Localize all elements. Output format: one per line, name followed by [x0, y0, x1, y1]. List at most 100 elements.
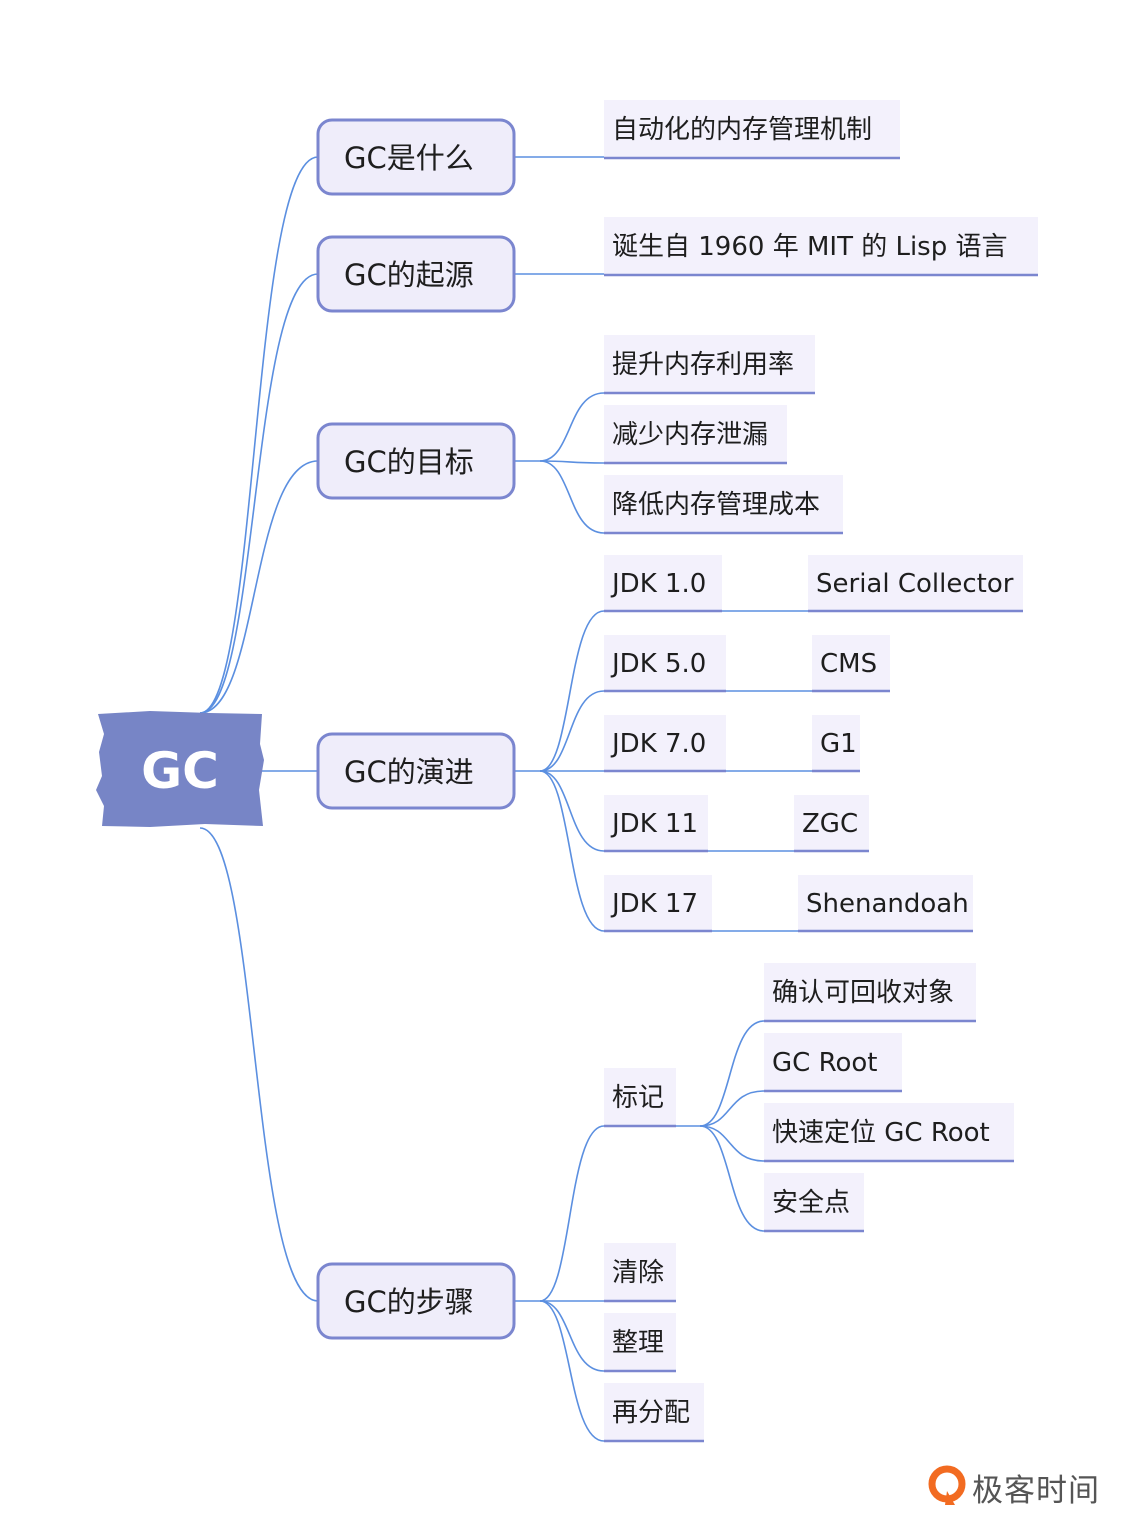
leaf-label: 再分配	[612, 1398, 690, 1428]
topic-label: GC的演进	[344, 755, 474, 789]
brand-watermark: 极客时间	[928, 1462, 1100, 1512]
mark-detail-node: GC Root	[764, 1033, 902, 1093]
step-node: 再分配	[604, 1383, 704, 1443]
leaf-background	[798, 875, 973, 931]
leaf-background	[812, 715, 860, 771]
step-node: 整理	[604, 1313, 676, 1373]
leaf-background	[764, 1033, 902, 1091]
hub-to-leaf-connector	[539, 1300, 605, 1372]
leaf-label: 整理	[612, 1328, 664, 1358]
leaf-label: JDK 5.0	[610, 649, 706, 679]
root-to-topic-connector	[199, 827, 319, 1302]
hub-to-leaf-connector	[699, 1125, 765, 1162]
leaf-background	[604, 715, 726, 771]
leaf-background	[764, 1173, 864, 1231]
leaf-label: JDK 7.0	[610, 729, 706, 759]
topic-node: GC的演进	[316, 732, 516, 810]
leaf-background	[604, 1383, 704, 1441]
leaf-background	[764, 963, 976, 1021]
collector-node: G1	[812, 715, 860, 773]
leaf-background	[604, 1243, 676, 1301]
leaf-background	[604, 335, 815, 393]
geektime-logo-icon	[928, 1465, 966, 1505]
step-node: 清除	[604, 1243, 676, 1303]
mark-detail-node: 安全点	[764, 1173, 864, 1233]
collector-node: Shenandoah	[798, 875, 973, 933]
nodes: GC GC是什么 GC的起源 GC的目标 GC的演进 GC的步骤 自动化的内存管理机制诞生自…	[96, 100, 1038, 1443]
root-node-shape	[96, 711, 264, 827]
hub-to-leaf-connector	[699, 1125, 765, 1232]
hub-to-leaf-connector	[539, 690, 605, 772]
topic-node: GC的步骤	[316, 1262, 516, 1340]
hub-to-leaf-connector	[699, 1020, 765, 1127]
leaf-background	[794, 795, 869, 851]
collector-node: Serial Collector	[808, 555, 1023, 613]
leaf-node: 诞生自 1960 年 MIT 的 Lisp 语言	[604, 217, 1038, 277]
hub-to-leaf-connector	[539, 770, 605, 852]
topic-box	[316, 422, 516, 500]
leaf-label: JDK 17	[610, 889, 698, 919]
leaf-label: Serial Collector	[816, 569, 1014, 599]
version-node: JDK 11	[604, 795, 708, 853]
leaf-label: 减少内存泄漏	[612, 420, 768, 450]
leaf-label: GC Root	[772, 1048, 877, 1078]
topic-label: GC是什么	[344, 141, 474, 175]
leaf-node: 自动化的内存管理机制	[604, 100, 900, 160]
leaf-node: 降低内存管理成本	[604, 475, 843, 535]
root-to-topic-connector	[199, 156, 319, 714]
step-node: 标记	[604, 1068, 676, 1128]
version-node: JDK 7.0	[604, 715, 726, 773]
leaf-label: JDK 1.0	[610, 569, 706, 599]
hub-to-leaf-connector	[539, 392, 605, 462]
leaf-label: Shenandoah	[806, 889, 969, 919]
hub-to-leaf-connector	[539, 1125, 605, 1302]
brand-name: 极客时间	[972, 1472, 1100, 1509]
leaf-background	[604, 475, 843, 533]
leaf-label: 自动化的内存管理机制	[612, 115, 872, 145]
topic-box	[316, 1262, 516, 1340]
leaf-node: 减少内存泄漏	[604, 405, 787, 465]
leaf-label: 诞生自 1960 年 MIT 的 Lisp 语言	[612, 232, 1008, 262]
leaf-background	[604, 1313, 676, 1371]
topic-box	[316, 732, 516, 810]
leaf-label: 标记	[612, 1083, 664, 1113]
leaf-label: 降低内存管理成本	[612, 490, 820, 520]
leaf-background	[604, 1068, 676, 1126]
leaf-background	[808, 555, 1023, 611]
topic-label: GC的目标	[344, 445, 474, 479]
leaf-background	[604, 405, 787, 463]
leaf-label: 确认可回收对象	[772, 978, 954, 1008]
topic-node: GC是什么	[316, 118, 516, 196]
leaf-label: CMS	[820, 649, 877, 679]
leaf-background	[604, 875, 712, 931]
version-node: JDK 5.0	[604, 635, 726, 693]
leaf-background	[604, 100, 900, 158]
leaf-background	[604, 555, 722, 611]
leaf-label: 提升内存利用率	[612, 350, 794, 380]
root-node: GC	[96, 711, 264, 827]
leaf-label: 安全点	[772, 1188, 850, 1218]
hub-to-leaf-connector	[539, 1300, 605, 1442]
hub-to-leaf-connector	[539, 610, 605, 772]
topic-box	[316, 235, 516, 313]
mark-detail-node: 确认可回收对象	[764, 963, 976, 1023]
root-to-topic-connector	[199, 460, 319, 714]
leaf-label: ZGC	[802, 809, 858, 839]
topic-label: GC的起源	[344, 258, 474, 292]
mark-detail-node: 快速定位 GC Root	[764, 1103, 1014, 1163]
topic-label: GC的步骤	[344, 1285, 474, 1319]
collector-node: CMS	[812, 635, 890, 693]
leaf-label: JDK 11	[610, 809, 698, 839]
topic-box	[316, 118, 516, 196]
topic-node: GC的目标	[316, 422, 516, 500]
hub-to-leaf-connector	[539, 460, 605, 464]
leaf-background	[604, 635, 726, 691]
leaf-label: G1	[820, 729, 857, 759]
hub-to-leaf-connector	[539, 770, 605, 932]
connectors	[199, 156, 812, 1442]
leaf-node: 提升内存利用率	[604, 335, 815, 395]
topic-node: GC的起源	[316, 235, 516, 313]
leaf-label: 清除	[612, 1258, 664, 1288]
root-label: GC	[141, 742, 219, 800]
